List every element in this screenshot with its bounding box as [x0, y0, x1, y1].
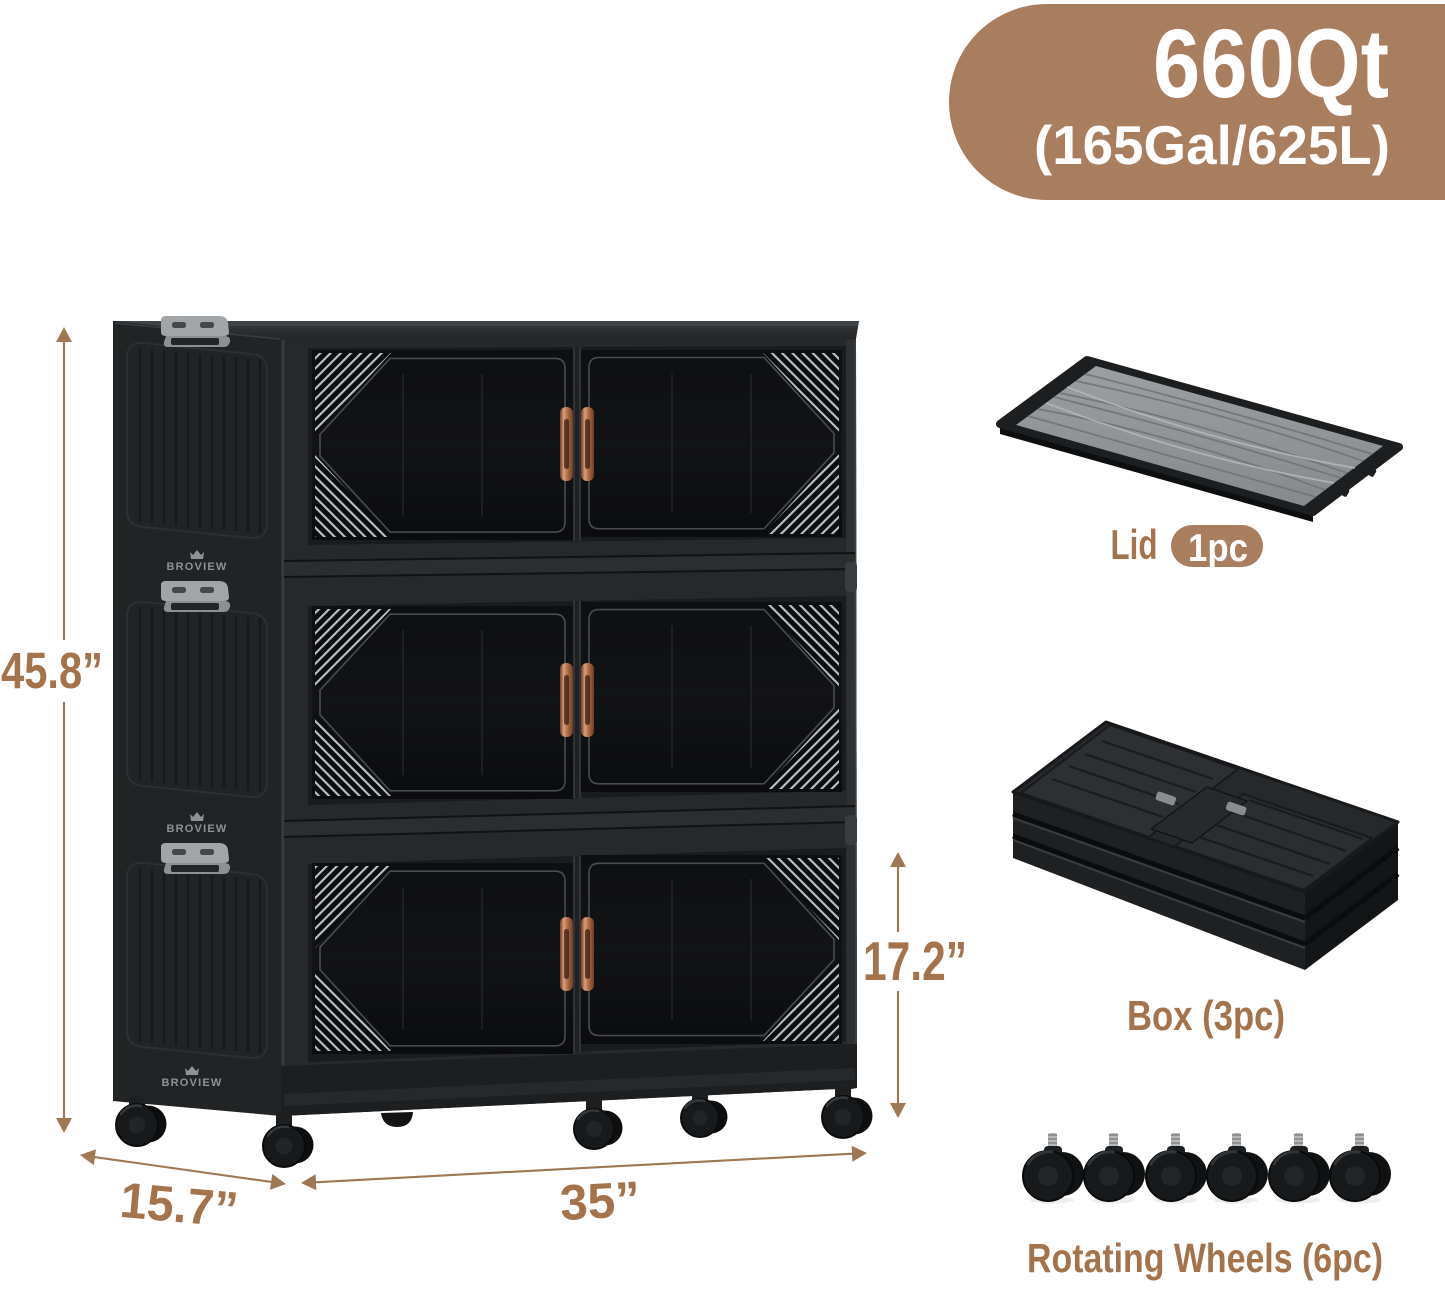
- svg-text:Box (3pc): Box (3pc): [1127, 992, 1285, 1039]
- svg-text:660Qt: 660Qt: [1153, 9, 1389, 118]
- svg-text:BROVIEW: BROVIEW: [167, 823, 228, 835]
- svg-text:15.7”: 15.7”: [118, 1172, 240, 1238]
- svg-text:BROVIEW: BROVIEW: [162, 1077, 223, 1089]
- svg-text:1pc: 1pc: [1188, 527, 1248, 570]
- svg-text:(165Gal/625L): (165Gal/625L): [1034, 114, 1390, 176]
- svg-text:BROVIEW: BROVIEW: [167, 561, 228, 573]
- svg-text:35”: 35”: [559, 1171, 642, 1231]
- svg-text:Rotating Wheels (6pc): Rotating Wheels (6pc): [1027, 1235, 1383, 1281]
- svg-text:Lid: Lid: [1111, 521, 1158, 568]
- svg-text:45.8”: 45.8”: [1, 642, 103, 699]
- svg-text:17.2”: 17.2”: [863, 930, 967, 992]
